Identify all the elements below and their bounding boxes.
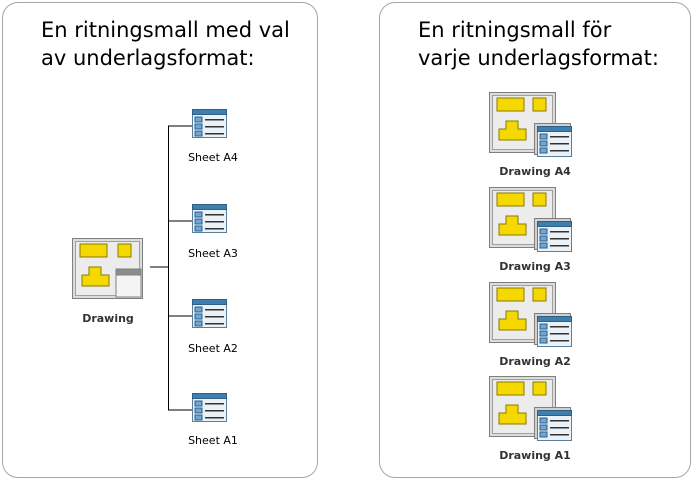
sheet-label: Sheet A1 xyxy=(188,434,238,447)
sheet-label: Sheet A4 xyxy=(188,151,238,164)
left-title-line1: En ritningsmall med val xyxy=(41,18,290,42)
drawing-format-label: Drawing A4 xyxy=(499,165,571,178)
drawing-with-sheet-icon xyxy=(489,92,572,157)
drawing-format-label: Drawing A1 xyxy=(499,449,571,462)
sheet-label: Sheet A2 xyxy=(188,342,238,355)
drawing-format-label: Drawing A2 xyxy=(499,355,571,368)
left-panel: En ritningsmall med val av underlagsform… xyxy=(2,2,318,478)
left-title-line2: av underlagsformat: xyxy=(41,46,255,70)
right-panel-title: En ritningsmall för varje underlagsforma… xyxy=(418,16,659,72)
drawing-format-label: Drawing A3 xyxy=(499,260,571,273)
sheet-icon xyxy=(192,204,227,233)
sheet-icon xyxy=(192,393,227,422)
right-title-line1: En ritningsmall för xyxy=(418,18,612,42)
drawing-with-sheet-icon xyxy=(489,376,572,441)
left-panel-title: En ritningsmall med val av underlagsform… xyxy=(41,16,290,72)
drawing-icon xyxy=(72,238,143,299)
right-title-line2: varje underlagsformat: xyxy=(418,46,659,70)
drawing-with-sheet-icon xyxy=(489,187,572,252)
sheet-icon xyxy=(192,299,227,328)
sheet-icon xyxy=(192,109,227,138)
drawing-with-sheet-icon xyxy=(489,282,572,347)
sheet-label: Sheet A3 xyxy=(188,247,238,260)
drawing-label: Drawing xyxy=(82,312,134,325)
